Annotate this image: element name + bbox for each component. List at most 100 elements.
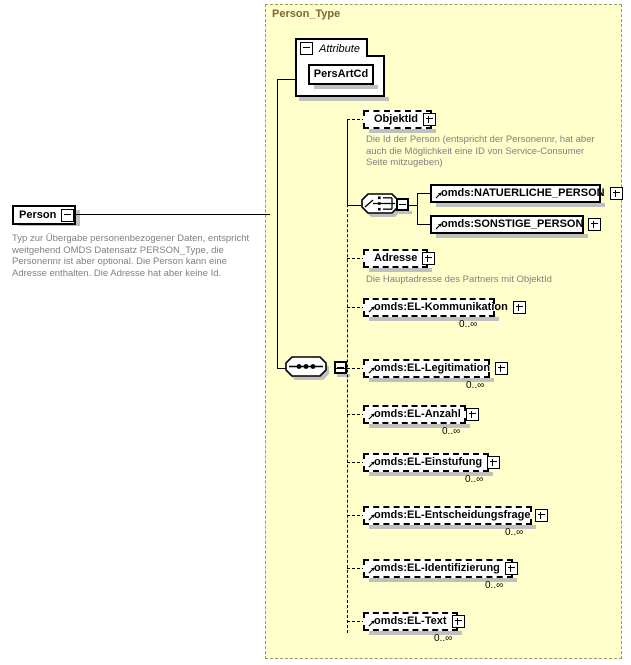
node-shadow-el-text [369, 631, 462, 635]
collapse-toggle-attribute[interactable] [300, 42, 313, 55]
element-label-el-identifizierung: omds:EL-Identifizierung [374, 562, 500, 574]
connector-type-spine [277, 79, 278, 369]
expand-toggle-el-kommunikation[interactable] [512, 301, 526, 314]
element-node-el-anzahl[interactable]: omds:EL-Anzahl [363, 405, 479, 424]
reference-arrow-icon [368, 620, 375, 627]
connector-to-choice [347, 205, 361, 206]
choice-toggle-shadow [399, 211, 412, 214]
element-label-el-text: omds:EL-Text [374, 615, 447, 627]
connector-to-adresse [347, 258, 365, 259]
connector-root-to-type [76, 214, 270, 215]
sequence-toggle-shadow [337, 374, 350, 377]
node-shadow-el-entscheidungsfrage [369, 525, 536, 529]
element-label-el-entscheidungsfrage: omds:EL-Entscheidungsfrage [374, 509, 531, 521]
connector-to-el-legitimation [347, 368, 365, 369]
connector-choice-branch-spine [417, 193, 418, 225]
reference-arrow-icon [368, 567, 375, 574]
expand-toggle-natuerliche-person[interactable] [609, 187, 623, 200]
cardinality-el-kommunikation: 0..∞ [459, 319, 478, 330]
element-node-sonstige-person[interactable]: omds:SONSTIGE_PERSON [430, 215, 602, 234]
reference-arrow-icon [435, 192, 442, 199]
element-node-person[interactable]: Person [12, 205, 76, 225]
reference-arrow-icon [368, 514, 375, 521]
cardinality-el-identifizierung: 0..∞ [485, 580, 504, 591]
element-node-el-identifizierung[interactable]: omds:EL-Identifizierung [363, 559, 518, 578]
reference-arrow-icon [368, 367, 375, 374]
attribute-group-label: Attribute [319, 42, 360, 55]
element-node-el-legitimation[interactable]: omds:EL-Legitimation [363, 359, 509, 378]
connector-spine-to-attribute [277, 79, 297, 80]
reference-arrow-icon [435, 223, 442, 230]
connector-choice-branch-1 [417, 193, 430, 194]
node-shadow-el-anzahl [369, 424, 470, 428]
node-shadow-el-identifizierung [369, 578, 517, 582]
element-node-el-einstufung[interactable]: omds:EL-Einstufung [363, 453, 501, 472]
element-node-objektid[interactable]: ObjektId [363, 110, 437, 129]
node-shadow-natuerliche-person [436, 203, 605, 207]
connector-to-el-kommunikation [347, 307, 365, 308]
sequence-compositor[interactable] [283, 354, 335, 384]
type-container [265, 4, 622, 659]
cardinality-el-text: 0..∞ [434, 633, 453, 644]
connector-to-objektid [347, 119, 365, 120]
cardinality-el-einstufung: 0..∞ [465, 474, 484, 485]
connector-sequence-spine [347, 119, 348, 633]
connector-spine-to-sequence [277, 368, 287, 369]
connector-choice-out [409, 205, 417, 206]
cardinality-el-anzahl: 0..∞ [442, 426, 461, 437]
expand-toggle-el-entscheidungsfrage[interactable] [535, 509, 549, 522]
element-node-el-kommunikation[interactable]: omds:EL-Kommunikation [363, 298, 526, 317]
reference-arrow-icon [368, 306, 375, 313]
node-shadow-el-kommunikation [369, 317, 499, 321]
expand-toggle-adresse[interactable] [422, 252, 436, 265]
connector-to-el-einstufung [347, 462, 365, 463]
element-node-el-entscheidungsfrage[interactable]: omds:EL-Entscheidungsfrage [363, 506, 549, 525]
node-shadow-objektid [369, 129, 436, 133]
connector-choice-branch-2 [417, 224, 430, 225]
node-shadow-el-legitimation [369, 378, 494, 382]
connector-to-el-text [347, 621, 365, 622]
expand-toggle-objektid[interactable] [423, 113, 437, 126]
collapse-toggle-choice[interactable] [396, 198, 409, 211]
connector-sequence-to-spine [334, 368, 348, 369]
attribute-node-shadow [314, 85, 378, 89]
element-label-natuerliche-person: omds:NATUERLICHE_PERSON [441, 187, 605, 199]
element-node-natuerliche-person[interactable]: omds:NATUERLICHE_PERSON [430, 184, 623, 203]
element-label-sonstige-person: omds:SONSTIGE_PERSON [441, 218, 584, 230]
collapse-toggle-person[interactable] [61, 208, 75, 222]
element-label-person: Person [19, 208, 57, 221]
reference-arrow-icon [368, 461, 375, 468]
element-label-el-legitimation: omds:EL-Legitimation [374, 362, 491, 374]
element-label-el-anzahl: omds:EL-Anzahl [374, 408, 461, 420]
attribute-group-header[interactable]: Attribute [295, 38, 368, 57]
connector-spine-solid-to-choice [347, 119, 348, 205]
documentation-adresse: Die Hauptadresse des Partners mit Objekt… [366, 274, 552, 285]
expand-toggle-el-identifizierung[interactable] [504, 562, 518, 575]
element-label-objektid: ObjektId [374, 113, 419, 125]
expand-toggle-el-anzahl[interactable] [465, 408, 479, 421]
node-shadow-el-einstufung [369, 472, 493, 476]
element-label-el-kommunikation: omds:EL-Kommunikation [374, 301, 508, 313]
attribute-box-shadow [299, 97, 389, 101]
expand-toggle-el-einstufung[interactable] [487, 456, 501, 469]
element-node-adresse[interactable]: Adresse [363, 249, 436, 268]
choice-compositor[interactable] [359, 191, 403, 221]
attribute-node-persartcd[interactable]: PersArtCd [308, 64, 374, 85]
element-label-el-einstufung: omds:EL-Einstufung [374, 456, 483, 468]
root-documentation: Typ zur Übergabe personenbezogener Daten… [12, 233, 250, 279]
root-node-shadow-right [76, 210, 80, 226]
expand-toggle-sonstige-person[interactable] [588, 218, 602, 231]
element-node-el-text[interactable]: omds:EL-Text [363, 612, 465, 631]
node-shadow-sonstige-person [436, 234, 588, 238]
cardinality-el-legitimation: 0..∞ [466, 380, 485, 391]
type-container-label: Person_Type [272, 8, 341, 20]
attribute-header-seam [297, 55, 366, 59]
cardinality-el-entscheidungsfrage: 0..∞ [505, 527, 524, 538]
element-label-adresse: Adresse [374, 252, 418, 264]
reference-arrow-icon [368, 413, 375, 420]
expand-toggle-el-text[interactable] [451, 615, 465, 628]
expand-toggle-el-legitimation[interactable] [495, 362, 509, 375]
connector-to-el-anzahl [347, 414, 365, 415]
collapse-toggle-sequence[interactable] [334, 361, 347, 374]
attribute-label-persartcd: PersArtCd [313, 68, 369, 80]
